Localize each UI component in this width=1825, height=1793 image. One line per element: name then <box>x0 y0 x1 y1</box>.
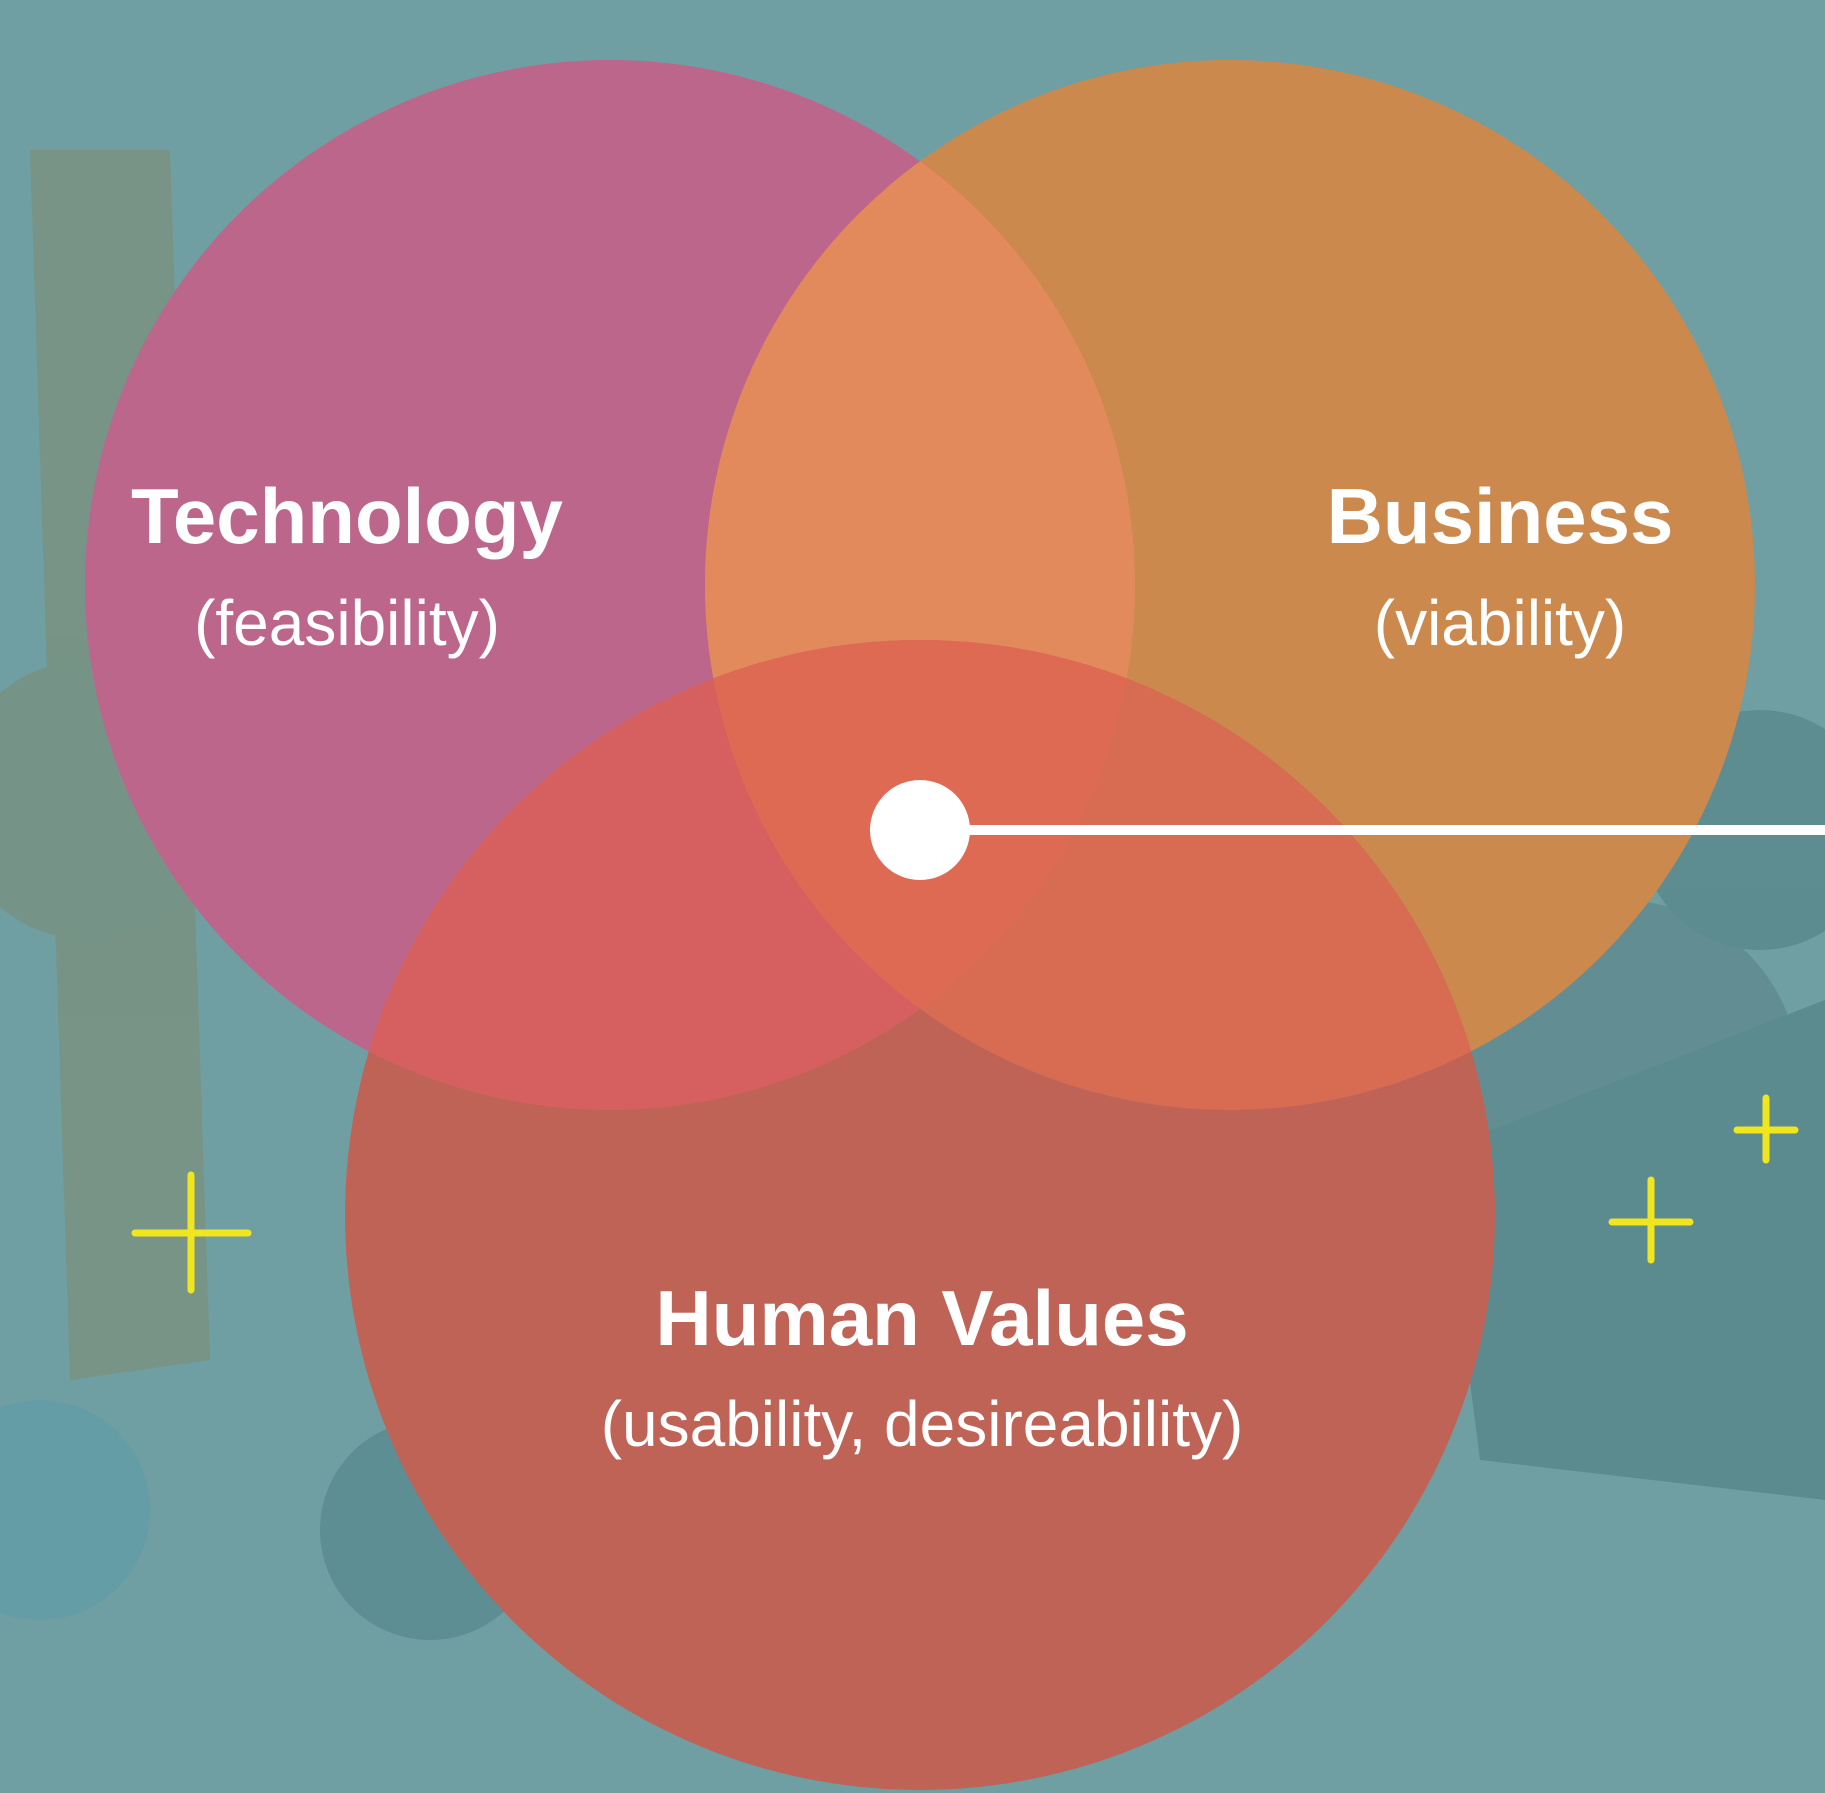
human-values-subtitle: (usability, desireability) <box>601 1388 1244 1460</box>
technology-subtitle: (feasibility) <box>194 587 500 659</box>
overlap-business-human <box>705 640 1495 1110</box>
plus-sparkle-icon <box>131 1094 1799 1294</box>
human-values-title: Human Values <box>655 1274 1188 1362</box>
business-subtitle: (viability) <box>1374 587 1626 659</box>
center-pointer-icon <box>870 780 1825 880</box>
technology-title: Technology <box>131 472 563 560</box>
business-title: Business <box>1327 472 1674 560</box>
sparkle-right-small <box>1733 1094 1799 1164</box>
overlap-technology-human <box>345 640 1135 1110</box>
sparkle-right-large <box>1608 1176 1694 1264</box>
sparkle-left <box>131 1171 252 1294</box>
pointer-dot <box>870 780 970 880</box>
